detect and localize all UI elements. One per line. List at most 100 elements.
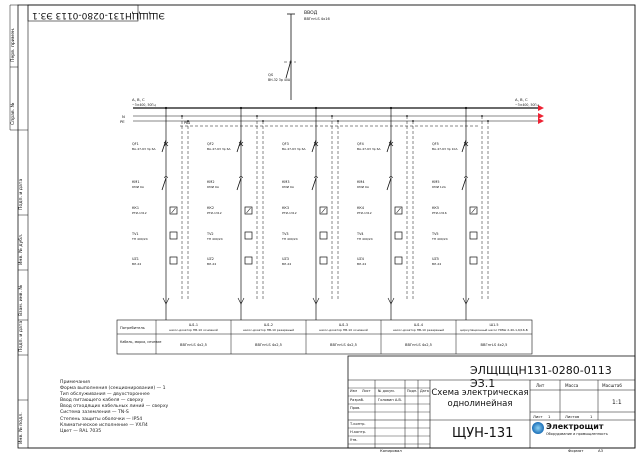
device-box xyxy=(244,256,253,265)
contactor-symbol xyxy=(386,177,392,191)
transformer-spec: ТП 400/24 xyxy=(281,237,298,241)
relay-mark xyxy=(396,207,401,214)
breaker-cross xyxy=(388,141,394,147)
bus-junction-dot xyxy=(239,106,243,110)
relay-ref: КК3 xyxy=(282,206,289,210)
notes-heading: Примечания xyxy=(60,380,90,385)
notes-block: Примечания Форма выполнения (секциониров… xyxy=(60,380,320,435)
doc-code: ЭЛЩЩЦН131-0280-0113 ЭЗ.1 xyxy=(470,364,612,390)
relay-box xyxy=(469,206,478,215)
contactor-ref: КМ5 xyxy=(432,180,440,184)
tb-developer: Головин А.В. xyxy=(378,398,402,402)
relay-spec: РТИ-1312 xyxy=(207,211,222,215)
relay-spec: РТИ-1312 xyxy=(357,211,372,215)
bus-arrow-phase xyxy=(538,105,544,111)
tb-role-izm: Изм xyxy=(350,389,357,393)
breaker-ref: QF1 xyxy=(132,142,139,146)
contactor-arc xyxy=(389,176,393,179)
tb-sheets-label: Листов xyxy=(565,414,580,419)
table-consumer-id: Ш1.4 xyxy=(414,323,423,327)
table-consumer-name: насос-дозатор НВ-10 резервный xyxy=(393,328,444,332)
device-spec: ВЛ-24 xyxy=(432,262,441,266)
transformer-box xyxy=(169,231,178,240)
table-consumer-id: Ш1.2 xyxy=(264,323,273,327)
contactor-arc xyxy=(164,176,168,179)
device-box xyxy=(319,256,328,265)
contactor-ref: КМ2 xyxy=(207,180,215,184)
tb-col-mass: Масса xyxy=(565,383,579,388)
relay-mark xyxy=(246,207,251,214)
notes-line: Цвет — RAL 7035 xyxy=(60,428,102,434)
breaker-spec: ВА-47-63 3р 6А xyxy=(357,147,382,151)
relay-mark xyxy=(321,207,326,214)
feeder-terminal-mark xyxy=(462,297,470,305)
contactor-spec: КМИ 9А xyxy=(282,185,295,189)
breaker-cross xyxy=(313,141,319,147)
breaker-ref: QF4 xyxy=(357,142,364,146)
table-consumer-id: Ш1.5 xyxy=(489,323,498,327)
margin-label-dubl: Инв. № дубл. xyxy=(19,233,24,265)
input-label: ВВОД xyxy=(304,10,318,16)
logo-globe-icon xyxy=(532,422,544,434)
tb-copied: Копировал xyxy=(380,448,402,453)
breaker-cross xyxy=(463,141,469,147)
tb-role-utv: Утв. xyxy=(350,438,358,442)
consumer-table: Потребитель Кабель, марка, сечение xyxy=(116,319,533,355)
contactor-spec: КМИ 9А xyxy=(357,185,370,189)
transformer-spec: ТП 400/24 xyxy=(206,237,223,241)
scheme-name: Схема электрическая однолинейная xyxy=(431,388,529,409)
neutral-junction-dot xyxy=(181,115,183,117)
neutral-junction-dot xyxy=(331,115,333,117)
bus-arrow-pe xyxy=(538,118,544,124)
bus-right-label: A, B, C xyxy=(515,97,528,102)
pe-junction-dot xyxy=(412,120,414,122)
margin-label-podp1: Подп. и дата xyxy=(19,178,24,210)
tb-scale: 1:1 xyxy=(612,399,622,406)
tb-role-razrab: Разраб. xyxy=(350,398,364,402)
tb-format-label: Формат xyxy=(568,448,584,453)
pe-junction-dot xyxy=(187,120,189,122)
relay-spec: РТИ-1316 xyxy=(432,211,447,215)
breaker-spec: ВА-47-63 3р 10А xyxy=(432,147,458,151)
neutral-junction-dot xyxy=(406,115,408,117)
table-consumer-name: циркуляционный насос НМШ 2-40-1,6/16-Б xyxy=(460,328,528,332)
transformer-spec: ТП 400/24 xyxy=(131,237,148,241)
transformer-box xyxy=(469,231,478,240)
margin-label-podp2: Подп. и дата xyxy=(19,320,24,352)
transformer-ref: TV1 xyxy=(131,232,139,236)
margin-label-perv: Перв. примен. xyxy=(11,27,16,63)
transformer-ref: TV4 xyxy=(356,232,364,236)
table-consumer-id: Ш1.1 xyxy=(189,323,198,327)
tb-col-scale: Масштаб xyxy=(602,383,622,388)
table-row1-header: Потребитель xyxy=(120,326,145,330)
breaker-ref: QF3 xyxy=(282,142,289,146)
relay-box xyxy=(319,206,328,215)
relay-spec: РТИ-1312 xyxy=(282,211,297,215)
logo-sub: Оборудование и промыщленность xyxy=(546,432,608,436)
table-row2-header: Кабель, марка, сечение xyxy=(120,340,161,344)
bus-pe-label: PE xyxy=(120,119,125,124)
transformer-box xyxy=(394,231,403,240)
neutral-junction-dot xyxy=(256,115,258,117)
tb-format: А3 xyxy=(598,448,604,453)
relay-box xyxy=(394,206,403,215)
table-consumer-name: насос-дозатор НВ-10 основной xyxy=(169,328,218,332)
device-box xyxy=(469,256,478,265)
relay-box xyxy=(169,206,178,215)
relay-mark xyxy=(471,207,476,214)
tb-role-list: Лист xyxy=(362,389,371,393)
stamp-box xyxy=(27,4,139,22)
notes-line: Система заземления — TN-S xyxy=(60,410,129,416)
logo-name: Электрощит xyxy=(546,422,604,431)
transformer-ref: TV2 xyxy=(206,232,214,236)
breaker-spec: ВА-47-63 3р 6А xyxy=(207,147,232,151)
contactor-spec: КМИ 12А xyxy=(432,185,447,189)
transformer-spec: ТП 400/24 xyxy=(431,237,448,241)
device-spec: ВЛ-24 xyxy=(207,262,216,266)
relay-mark xyxy=(171,207,176,214)
title-block: Лит Масса Масштаб 1:1 Лист 1 Листов 1 Из… xyxy=(347,355,636,449)
feeder-terminal-mark xyxy=(162,297,170,305)
